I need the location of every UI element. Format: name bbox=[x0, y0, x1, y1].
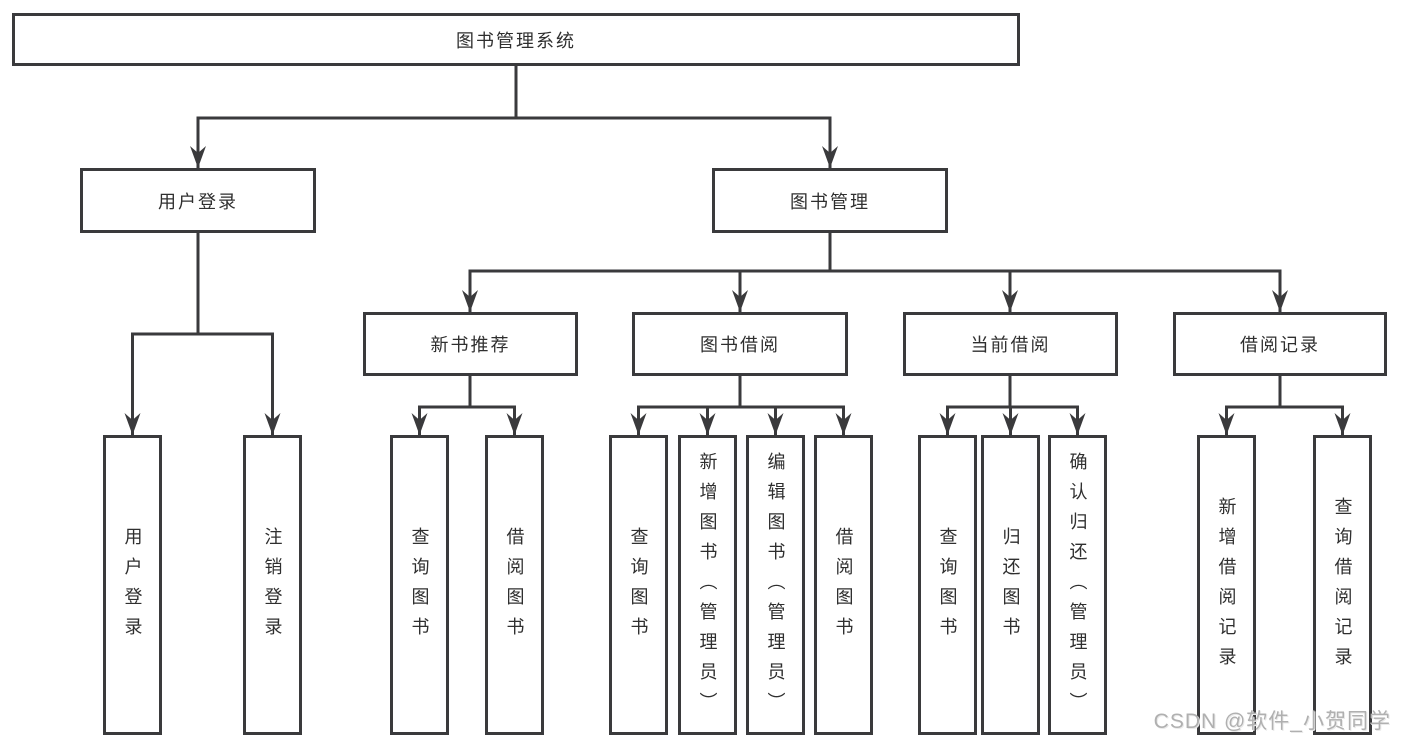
leaf-node-borrow-books-recommend: 借阅图书 bbox=[485, 435, 544, 735]
node-root-library-management-system: 图书管理系统 bbox=[12, 13, 1020, 66]
leaf-node-add-borrow-record: 新增借阅记录 bbox=[1197, 435, 1256, 735]
arrowhead-icons bbox=[124, 146, 1351, 435]
connector-lines bbox=[131, 64, 1344, 437]
node-current-borrowing: 当前借阅 bbox=[903, 312, 1118, 376]
leaf-node-add-books-admin: 新增图书（管理员） bbox=[678, 435, 737, 735]
leaf-node-return-books: 归还图书 bbox=[981, 435, 1040, 735]
leaf-node-query-books-borrowing: 查询图书 bbox=[609, 435, 668, 735]
leaf-node-user-login: 用户登录 bbox=[103, 435, 162, 735]
node-user-login: 用户登录 bbox=[80, 168, 316, 233]
leaf-node-borrow-books: 借阅图书 bbox=[814, 435, 873, 735]
leaf-node-query-books-current: 查询图书 bbox=[918, 435, 977, 735]
node-borrowing-records: 借阅记录 bbox=[1173, 312, 1387, 376]
leaf-node-edit-books-admin: 编辑图书（管理员） bbox=[746, 435, 805, 735]
leaf-node-confirm-return-admin: 确认归还（管理员） bbox=[1048, 435, 1107, 735]
csdn-watermark: CSDN @软件_小贺同学 bbox=[1153, 710, 1391, 733]
leaf-node-query-borrow-record: 查询借阅记录 bbox=[1313, 435, 1372, 735]
leaf-node-query-books-recommend: 查询图书 bbox=[390, 435, 449, 735]
leaf-node-logout: 注销登录 bbox=[243, 435, 302, 735]
node-new-book-recommendation: 新书推荐 bbox=[363, 312, 578, 376]
node-book-borrowing: 图书借阅 bbox=[632, 312, 848, 376]
node-book-management: 图书管理 bbox=[712, 168, 948, 233]
